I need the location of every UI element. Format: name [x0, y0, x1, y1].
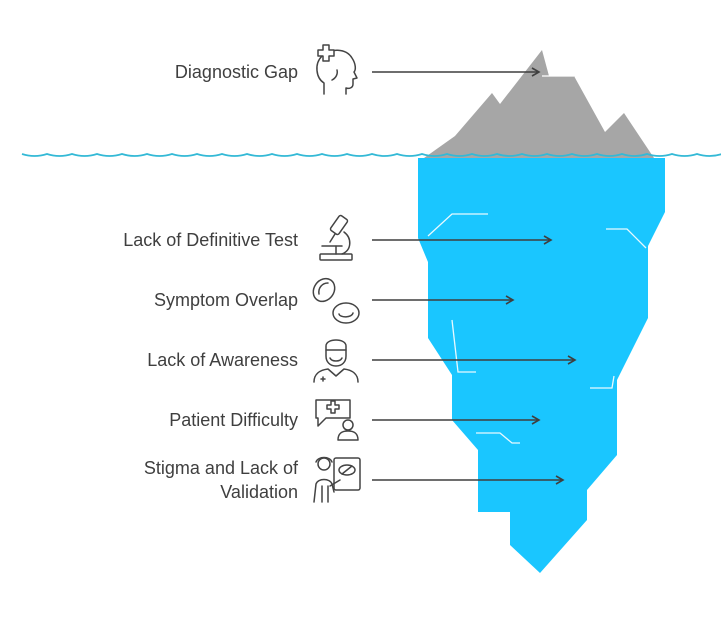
doctor-icon: [313, 339, 359, 383]
microscope-icon: [319, 214, 353, 261]
head-medical-cross-icon: [316, 44, 358, 95]
label-stigma-validation: Stigma and Lack of Validation: [144, 456, 298, 504]
patient-chat-cross-icon: [315, 399, 359, 441]
label-lack-of-definitive-test: Lack of Definitive Test: [123, 230, 298, 250]
doctor-eye-board-icon: [313, 456, 361, 503]
label-patient-difficulty: Patient Difficulty: [169, 410, 298, 430]
label-stigma-line-1: Stigma and Lack of: [143, 458, 298, 478]
blood-cells-icon: [312, 277, 360, 324]
iceberg-underwater: [418, 158, 665, 573]
water-line: [21, 153, 721, 157]
label-symptom-overlap: Symptom Overlap: [153, 290, 298, 310]
label-diagnostic-gap: Diagnostic Gap: [174, 62, 298, 82]
iceberg-tip: [424, 50, 654, 158]
label-lack-of-awareness: Lack of Awareness: [147, 350, 298, 370]
ice-highlights: [427, 213, 647, 444]
label-stigma-line-2: Validation: [220, 482, 298, 502]
